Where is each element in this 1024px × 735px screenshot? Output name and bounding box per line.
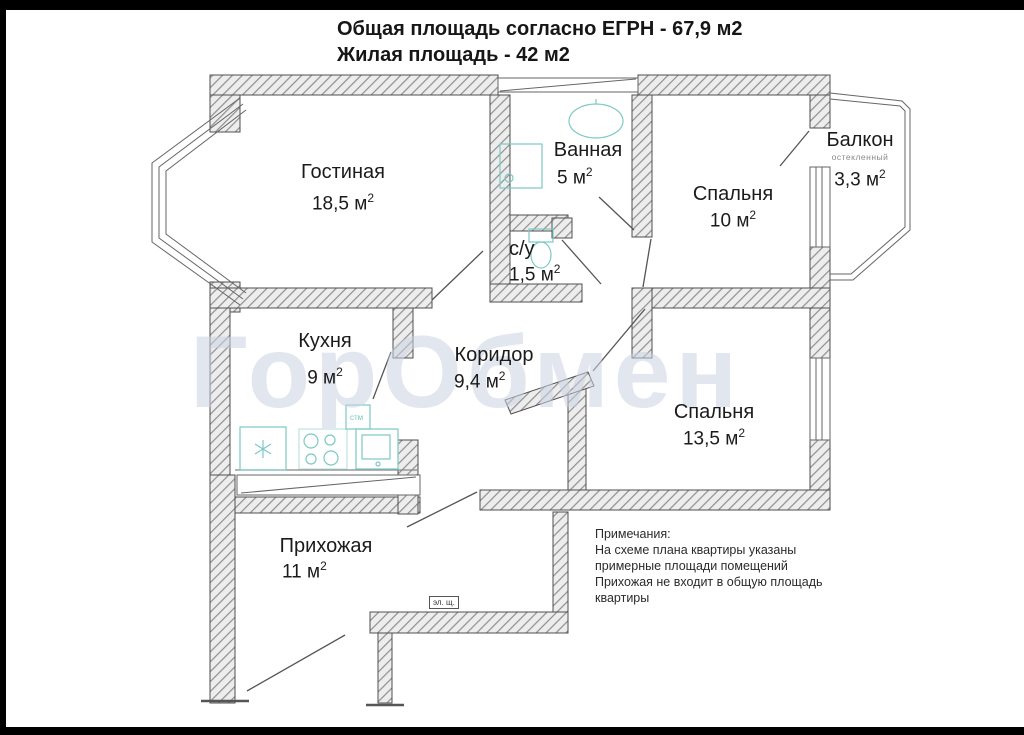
fridge-snowflake-icon bbox=[254, 443, 272, 455]
window bbox=[809, 166, 831, 248]
room-label-living-room: Гостиная 18,5 м2 bbox=[301, 161, 385, 215]
notes-line: Прихожая не входит в общую площадь bbox=[595, 575, 823, 589]
wall-segment bbox=[631, 287, 831, 309]
wall-segment bbox=[209, 74, 499, 96]
kitchen-sink-fixture bbox=[361, 434, 391, 460]
walls-layer bbox=[209, 74, 831, 704]
wall-segment bbox=[392, 307, 414, 359]
title-line-living-area: Жилая площадь - 42 м2 bbox=[337, 44, 570, 66]
balcony-glazing-line bbox=[829, 92, 911, 281]
room-label-wc: с/у 1,5 м2 bbox=[509, 238, 561, 286]
title-line-total-area: Общая площадь согласно ЕГРН - 67,9 м2 bbox=[337, 18, 743, 40]
wall-segment bbox=[552, 511, 569, 613]
wall-segment bbox=[551, 217, 573, 239]
window bbox=[809, 357, 831, 441]
washing-machine-fixture bbox=[345, 404, 371, 430]
balcony-glazing bbox=[829, 92, 911, 281]
bay-window bbox=[151, 97, 247, 306]
fixtures-layer: стм bbox=[235, 99, 624, 471]
notes-block: Примечания: На схеме плана квартиры указ… bbox=[595, 526, 845, 606]
kitchen-sink-tap bbox=[375, 461, 381, 467]
stove-fixture bbox=[298, 428, 348, 470]
frame-bar-top bbox=[0, 0, 1024, 10]
balcony-glazing-line bbox=[829, 98, 906, 275]
stove-burner bbox=[323, 450, 339, 466]
door-swing bbox=[592, 308, 646, 372]
window-glazing-line bbox=[499, 78, 637, 92]
wall-segment bbox=[377, 632, 393, 704]
room-label-bathroom: Ванная 5 м2 bbox=[553, 139, 623, 189]
kitchen-sink-fixture bbox=[355, 428, 399, 470]
door-swing bbox=[406, 491, 478, 528]
room-label-bedroom-2: Спальня 13,5 м2 bbox=[673, 401, 755, 450]
wall-segment bbox=[234, 496, 421, 514]
wall-segment bbox=[209, 474, 236, 704]
door-swing bbox=[561, 239, 602, 285]
wall-segment bbox=[631, 287, 653, 359]
wall-segment bbox=[637, 74, 831, 96]
shower-fixture bbox=[499, 143, 543, 189]
washing-machine-label: стм bbox=[350, 413, 363, 422]
wall-segment bbox=[809, 307, 831, 359]
door-swing bbox=[598, 196, 635, 231]
stove-burner bbox=[303, 433, 319, 449]
wall-segment bbox=[369, 611, 569, 634]
stove-burner bbox=[324, 434, 336, 446]
room-label-entrance-hall: Прихожая 11 м2 bbox=[279, 535, 373, 583]
wall-segment bbox=[809, 94, 831, 129]
window-glazing-line bbox=[240, 476, 417, 494]
bathroom-sink-fixture bbox=[568, 103, 624, 139]
wall-segment bbox=[489, 283, 583, 303]
frame-bar-left bbox=[0, 0, 6, 735]
wall-segment bbox=[479, 489, 831, 511]
stove-burner bbox=[305, 453, 317, 465]
bay-window-line bbox=[151, 97, 241, 306]
toilet-fixture bbox=[530, 241, 552, 269]
notes-heading: Примечания: bbox=[595, 527, 671, 541]
wall-segment bbox=[209, 307, 231, 476]
door-swing bbox=[642, 238, 652, 288]
wall-segment-diagonal bbox=[504, 371, 595, 415]
wall-segment bbox=[631, 94, 653, 238]
notes-line: примерные площади помещений bbox=[595, 559, 788, 573]
notes-line: квартиры bbox=[595, 591, 650, 605]
notes-line: На схеме плана квартиры указаны bbox=[595, 543, 797, 557]
wall-segment bbox=[567, 381, 587, 491]
electric-panel-label: эл. щ. bbox=[429, 596, 459, 609]
frame-bar-bottom bbox=[0, 727, 1024, 735]
page-title: Общая площадь согласно ЕГРН - 67,9 м2 Жи… bbox=[337, 16, 743, 68]
room-label-corridor: Коридор 9,4 м2 bbox=[454, 344, 534, 393]
door-swing bbox=[372, 351, 392, 400]
door-swing bbox=[431, 250, 484, 301]
wall-segment bbox=[209, 287, 433, 309]
doors-layer bbox=[201, 130, 810, 707]
door-swing bbox=[246, 634, 346, 692]
door-swing bbox=[779, 130, 810, 167]
bay-window-line bbox=[165, 109, 247, 294]
windows-layer bbox=[236, 77, 831, 496]
room-label-balcony: Балкон остекленный 3,3 м2 bbox=[826, 129, 894, 191]
shower-drain bbox=[504, 173, 514, 183]
fridge-fixture bbox=[239, 426, 287, 471]
bay-window-line bbox=[158, 103, 244, 300]
room-label-kitchen: Кухня 9 м2 bbox=[298, 330, 352, 389]
room-label-bedroom-1: Спальня 10 м2 bbox=[692, 183, 774, 232]
